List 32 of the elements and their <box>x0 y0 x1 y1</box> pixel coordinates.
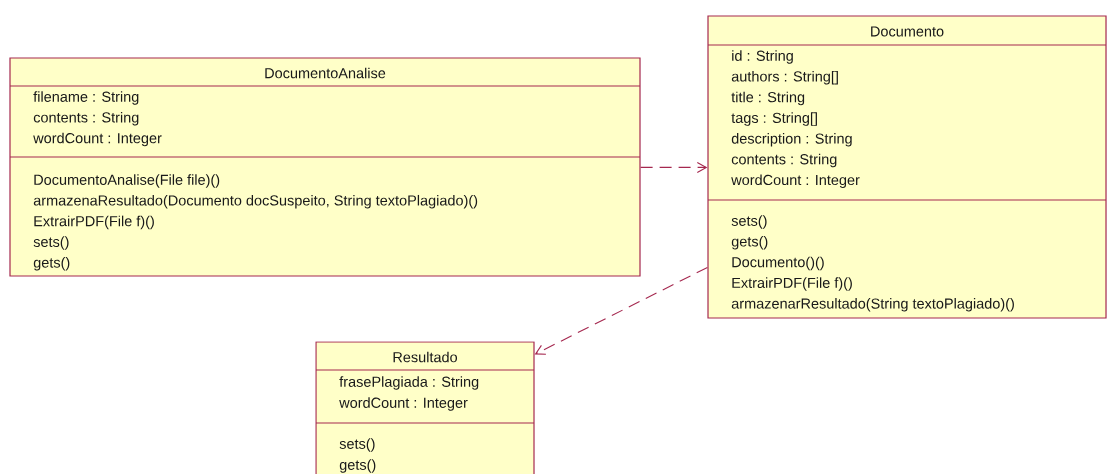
class-box <box>315 341 535 474</box>
class-box <box>707 15 1107 319</box>
method-text: sets() <box>339 438 375 452</box>
method-text: Documento()() <box>732 256 824 271</box>
attribute-text: authors : String[] <box>731 70 838 85</box>
method-text: armazenarResultado(String textoPlagiado)() <box>731 298 1014 312</box>
class-name: DocumentoAnalise <box>265 67 386 79</box>
class-name: Resultado <box>393 351 458 363</box>
attribute-text: filename : String <box>33 91 139 105</box>
class-name: Documento <box>871 26 944 37</box>
attribute-text: wordCount : Integer <box>33 132 162 147</box>
attribute-text: frasePlagiada : String <box>339 376 479 390</box>
class-box <box>9 57 641 277</box>
method-text: gets() <box>33 257 70 271</box>
attribute-text: contents : String <box>731 153 837 168</box>
attribute-text: description : String <box>731 133 852 147</box>
attribute-text: contents : String <box>33 111 139 126</box>
method-text: ExtrairPDF(File f)() <box>34 215 154 230</box>
method-text: sets() <box>731 215 767 229</box>
attribute-text: wordCount : Integer <box>731 174 860 188</box>
method-text: DocumentoAnalise(File file)() <box>34 174 220 188</box>
attribute-text: wordCount : Integer <box>339 397 468 411</box>
method-text: ExtrairPDF(File f)() <box>732 277 852 291</box>
attribute-text: tags : String[] <box>731 112 817 126</box>
attribute-text: title : String <box>731 91 805 106</box>
method-text: gets() <box>339 459 376 473</box>
dependency-arrow <box>640 161 708 173</box>
method-text: armazenaResultado(Documento docSuspeito, String textoPlagiado)() <box>33 194 478 209</box>
dependency-arrow <box>534 266 708 355</box>
method-text: sets() <box>33 236 69 250</box>
attribute-text: id : String <box>732 50 793 64</box>
method-text: gets() <box>731 235 768 250</box>
